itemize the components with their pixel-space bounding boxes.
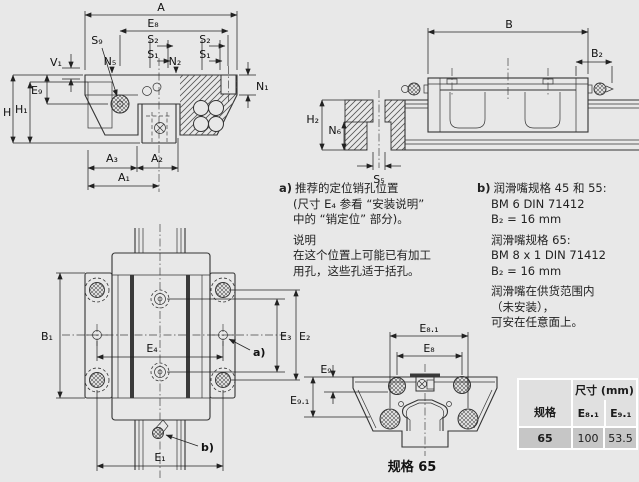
callout-b: b) — [201, 441, 214, 454]
table-header-spec: 规格 — [519, 380, 571, 426]
dim-label-e2: E₂ — [299, 330, 310, 343]
note-a-marker: a) — [279, 181, 293, 195]
dim-label-e81: E₈.₁ — [419, 322, 438, 335]
note-a-line2: (尺寸 E₄ 参看 “安装说明” — [293, 196, 425, 211]
callout-a: a) — [253, 346, 265, 359]
runner-block-side — [401, 58, 614, 133]
note-a-line4: 说明 — [293, 232, 316, 247]
note-a-line6: 用孔，这些孔适于括孔。 — [293, 263, 420, 278]
dim-label-n5: N₅ — [104, 55, 117, 68]
note-b-line1: b)润滑嘴规格 45 和 55: — [477, 181, 607, 197]
dim-label-s5: S₅ — [373, 173, 384, 186]
note-b-text1: 润滑嘴规格 45 和 55: — [493, 181, 607, 195]
dimension-table: 规格 尺寸 (mm) E₈.₁ E₉.₁ 65 100 53.5 — [517, 378, 638, 450]
note-b-line6: B₂ = 16 mm — [491, 263, 562, 278]
grease-nipple — [152, 419, 169, 439]
corner-screw-holes — [84, 277, 236, 393]
dim-label-e4: E₄ — [146, 342, 158, 355]
table-col-e81: E₈.₁ — [573, 400, 604, 426]
dim-label-b2: B₂ — [591, 47, 603, 60]
dim-label-e3: E₃ — [280, 330, 291, 343]
dim-label-a1: A₁ — [118, 171, 130, 184]
note-b-marker: b) — [477, 181, 491, 195]
table-header-dim-mm: 尺寸 (mm) — [575, 384, 634, 397]
top-view: B₁ E₄ E₁ E₂ E₃ a) b) — [41, 224, 310, 478]
dim-label-h: H — [3, 106, 11, 119]
size65-caption: 规格 65 — [388, 459, 437, 475]
note-b-line4: 润滑嘴规格 65: — [491, 232, 571, 247]
size65-section-view: E₈.₁ E₈ E₉ E₉.₁ 规格 65 — [290, 322, 498, 475]
table-cell-e91: 53.5 — [605, 428, 636, 448]
dim-label-a3: A₃ — [106, 152, 118, 165]
dim-label-a2: A₂ — [151, 152, 163, 165]
dim-label-e1: E₁ — [154, 451, 165, 464]
dim-label-b1: B₁ — [41, 330, 53, 343]
rail-profile — [344, 90, 639, 168]
rail-top-view — [62, 224, 286, 478]
front-section-view: A E₈ S₂ S₁ S₂ S₁ S₉ V₁ N₅ N₂ — [3, 1, 269, 192]
table-cell-e81: 100 — [573, 428, 603, 448]
note-b-line9: 可安在任意面上。 — [491, 315, 583, 329]
note-b: b)润滑嘴规格 45 和 55: BM 6 DIN 71412 B₂ = 16 … — [477, 181, 607, 331]
note-a-text1: 推荐的定位销孔位置 — [295, 181, 399, 195]
size65-block — [352, 364, 498, 456]
dim-label-v1: V₁ — [50, 56, 62, 69]
note-a-line5: 在这个位置上可能已有加工 — [293, 248, 431, 262]
note-a: a)推荐的定位销孔位置 (尺寸 E₄ 参看 “安装说明” 中的 “销定位” 部分… — [279, 181, 431, 279]
front-dimensions: A E₈ S₂ S₁ S₂ S₁ S₉ V₁ N₅ N₂ — [3, 1, 269, 190]
dim-label-e9-65: E₉ — [320, 363, 331, 376]
table-subheaders: E₈.₁ E₉.₁ — [573, 400, 636, 426]
dim-label-s9: S₉ — [91, 34, 102, 47]
table-cell-spec: 65 — [519, 428, 571, 448]
side-view: B B₂ H₂ N₆ S₅ — [306, 18, 639, 186]
size65-dimensions: E₈.₁ E₈ E₉ E₉.₁ 规格 65 — [290, 322, 469, 475]
top-dimensions: B₁ E₄ E₁ E₂ E₃ a) b) — [41, 272, 310, 471]
dim-label-s2-right: S₂ — [199, 33, 210, 46]
note-b-line2: BM 6 DIN 71412 — [491, 196, 585, 211]
front-block-outline — [84, 58, 238, 192]
note-a-line3: 中的 “销定位” 部分)。 — [293, 212, 409, 226]
side-dimensions: B B₂ H₂ N₆ S₅ — [306, 18, 613, 186]
dim-label-e9: E₉ — [31, 84, 42, 97]
table-header: 规格 尺寸 (mm) E₈.₁ E₉.₁ — [519, 380, 636, 426]
table-col-e91: E₉.₁ — [605, 400, 636, 426]
dim-label-e91: E₉.₁ — [290, 394, 309, 407]
table-row: 65 100 53.5 — [519, 428, 636, 448]
dim-label-s2-left: S₂ — [147, 33, 158, 46]
dim-label-a: A — [157, 1, 165, 14]
dim-label-n6: N₆ — [328, 124, 341, 137]
table-header-right: 尺寸 (mm) E₈.₁ E₉.₁ — [573, 380, 636, 426]
dim-label-s1-left: S₁ — [147, 48, 158, 61]
dim-label-b: B — [505, 18, 513, 31]
note-b-line5: BM 8 x 1 DIN 71412 — [491, 248, 606, 262]
note-b-line8: （未安装）， — [491, 299, 555, 314]
note-b-line3: B₂ = 16 mm — [491, 212, 562, 226]
dim-label-n1: N₁ — [256, 80, 269, 93]
dim-label-s1-right: S₁ — [199, 48, 210, 61]
dim-label-h2: H₂ — [306, 113, 319, 126]
dim-label-e8: E₈ — [147, 17, 159, 30]
note-a-line1: a)推荐的定位销孔位置 — [279, 181, 431, 197]
dim-label-h1: H₁ — [15, 103, 28, 116]
note-b-line7: 润滑嘴在供货范围内 — [491, 284, 595, 298]
dim-label-n2: N₂ — [169, 55, 182, 68]
dim-label-e8-65: E₈ — [423, 342, 435, 355]
